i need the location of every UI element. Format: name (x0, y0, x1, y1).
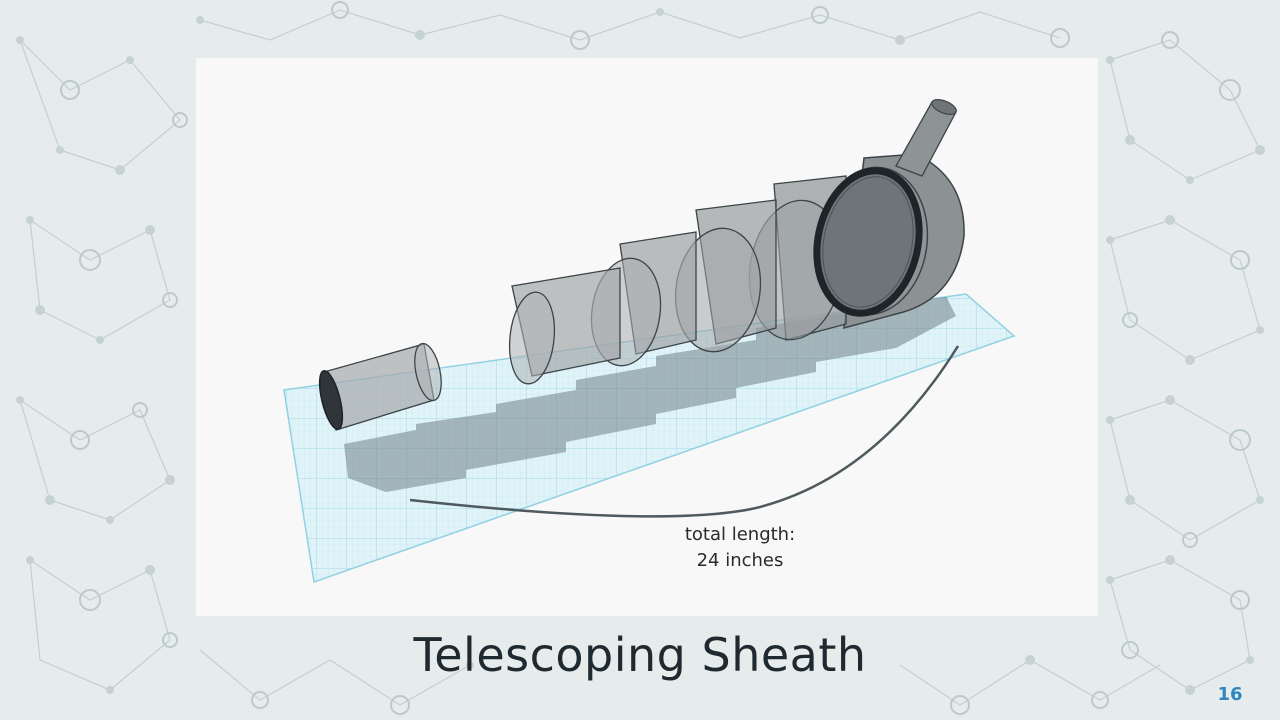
telescoping-sheath-diagram (283, 99, 1016, 584)
tube-segments (318, 99, 965, 431)
side-port (895, 99, 957, 177)
length-leader-curve (409, 345, 960, 518)
dimension-label-line-2: 24 inches (696, 550, 784, 571)
page-number: 16 (1217, 684, 1243, 705)
tube-segment-4 (674, 199, 777, 353)
tube-segment-1 (318, 342, 442, 431)
slide-title: Telescoping Sheath (413, 628, 867, 682)
dimension-label-line-1: total length: (684, 524, 796, 545)
tube-segment-2 (508, 267, 621, 385)
tube-shadow (344, 296, 956, 492)
front-disc (813, 167, 923, 317)
slide-image-frame: total length: 24 inches (196, 58, 1098, 616)
